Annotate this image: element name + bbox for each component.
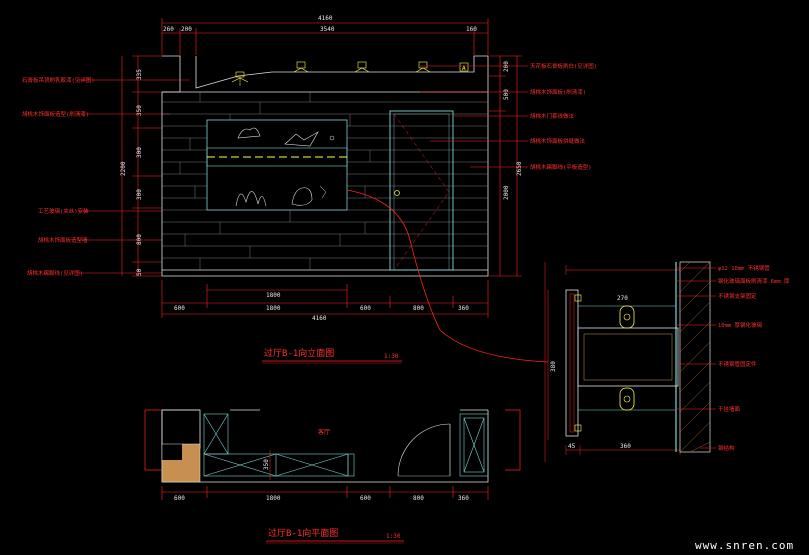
left-dimension-labels: 335 350 300 2200 300 800 50 [120,69,143,276]
left-annotation-0: 石膏板吊顶刷乳胶漆(见详图) [22,76,95,84]
right-annotation-2: 胡桃木门套线做法 [530,112,575,120]
plan-dim-b: 1800 [266,495,281,502]
left-annotation-leaders [78,79,190,274]
plan-cabinet [203,413,355,477]
dim-bottom-a: 600 [174,305,185,312]
right-annotation-0: 天花板石膏板刷白(见详图) [530,62,597,70]
detail-annotation-0: φ12 10mm 不锈钢管 [718,264,770,272]
dim-bottom-overall: 4160 [312,315,327,322]
detail-annotation-2: 不锈钢支架固定 [718,292,757,300]
dim-top-seg-d: 160 [466,26,477,33]
detail-callout-leader [346,189,549,363]
detail-wall-hatch [675,261,711,453]
downlight-icon [415,61,431,73]
dim-bottom-inner: 1800 [266,292,281,299]
detail-dim-bottom-b: 360 [620,443,631,450]
top-dimension-chain [161,18,489,55]
left-annotation-3: 胡桃木饰面板造型墙 [38,236,88,244]
elevation-title: 过厅B-1向立面图 [264,347,334,359]
plan-dim-d: 800 [413,495,424,502]
plan-wardrobe [459,413,489,477]
left-annotation-2: 工艺玻璃(夹丝)安装 [38,207,89,215]
watermark: www.snren.com [695,539,794,552]
detail-annotation-6: 钢结构 [718,444,735,452]
detail-clamp-icon [619,387,635,411]
decor-sculpture-icon [291,187,313,206]
dim-left-0: 335 [136,69,143,80]
left-annotations: 石膏板吊顶刷乳胶漆(见详图) 胡桃木饰面板造型(刷清漆) 工艺玻璃(夹丝)安装 … [22,76,95,277]
plan-dim-a: 600 [174,495,185,502]
detail-clamp-icon [619,305,635,329]
dim-bottom-b: 1800 [266,305,281,312]
plan-scale: 1:30 [386,533,401,540]
left-annotation-1: 胡桃木饰面板造型(刷清漆) [22,110,89,118]
detail-shelf-frame [565,289,679,437]
plan-column [161,443,201,483]
right-annotation-1: 胡桃木饰面板(刷清漆) [530,88,586,96]
detail-section-view: 380 270 45 360 [544,261,790,462]
detail-dim-left: 380 [550,361,557,372]
right-annotation-leaders [420,65,528,168]
door [389,110,454,271]
dim-left-3: 2200 [120,161,127,176]
decor-vase-icon [237,127,261,139]
detail-annotation-4: 不锈钢管固定件 [718,360,757,368]
dim-right-outer-0: 2650 [516,161,523,176]
dim-bottom-e: 360 [458,305,469,312]
dim-left-4: 300 [136,189,143,200]
dim-right-inner-1: 500 [503,89,510,100]
downlight-icon [293,61,309,73]
detail-dim-top: 270 [617,295,628,302]
plan-room-label: 客厅 [318,428,330,436]
dim-top-seg-b: 200 [181,26,192,33]
detail-dim-bottom-a: 45 [568,443,576,450]
detail-annotation-5: 干挂墙面 [718,405,741,413]
dim-left-5: 800 [136,234,143,245]
decor-bird-icon [284,131,319,147]
decor-plant-icon [235,191,267,207]
dim-top-seg-c: 3540 [320,26,335,33]
dim-right-inner-0: 200 [503,61,510,72]
plan-dimension-chain [161,486,489,500]
dim-top-seg-a: 260 [163,26,174,33]
detail-annotations: φ12 10mm 不锈钢管 钢化玻璃面板刷清漆 6mm 厚 不锈钢支架固定 10… [718,264,790,452]
plan-view: 客厅 350 600 1800 600 800 360 过厅B-1向平面图 1:… [144,409,521,544]
dim-left-1: 350 [136,105,143,116]
plan-dim-e: 360 [458,495,469,502]
elevation-view: 4160 260 200 3540 160 335 350 300 2200 3… [22,15,597,364]
ceiling-downlights: A [231,61,469,86]
detail-annotation-3: 10mm 厚钢化玻璃 [718,321,763,329]
plan-title: 过厅B-1向平面图 [268,527,338,539]
right-annotations: 天花板石膏板刷白(见详图) 胡桃木饰面板(刷清漆) 胡桃木门套线做法 胡桃木饰面… [530,62,597,171]
plan-dim-c: 600 [360,495,371,502]
plan-walls [161,409,489,483]
dim-left-2: 300 [136,147,143,158]
dim-top-overall: 4160 [318,15,333,22]
dim-bottom-c: 600 [360,305,371,312]
bottom-dimension-chain [161,280,489,318]
dim-right-inner-2: 2000 [503,185,510,200]
detail-annotation-1: 钢化玻璃面板刷清漆 6mm 厚 [718,277,790,285]
dim-bottom-d: 800 [413,305,424,312]
plan-door-swing [397,423,451,477]
display-niche [206,119,348,211]
left-dimension-chain [121,55,162,277]
right-annotation-3: 胡桃木饰面板拼缝做法 [530,137,586,145]
door-handle-icon [394,190,400,196]
right-dimension-chain [488,55,522,277]
downlight-icon [354,61,370,73]
right-annotation-4: 胡桃木踢脚线(平板造型) [530,163,592,171]
detail-annotation-leaders [676,267,716,449]
ceiling-marker-label: A [462,65,466,72]
downlight-icon [231,71,249,86]
elevation-scale: 1:30 [384,353,399,360]
dim-left-6: 50 [136,268,143,276]
ceiling-marker-box [459,62,469,72]
left-annotation-4: 胡桃木踢脚线(见详图) [27,269,83,277]
plan-mid-dim: 350 [263,459,270,470]
